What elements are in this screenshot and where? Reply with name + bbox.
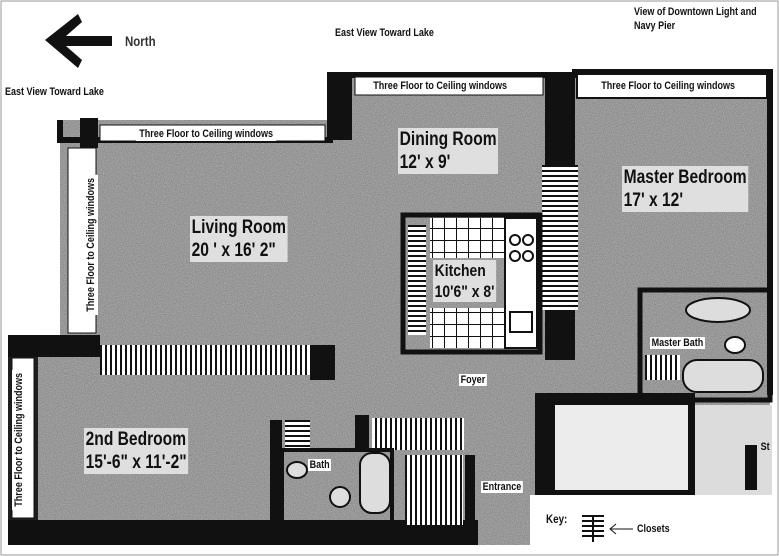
st-label: St xyxy=(760,441,770,453)
kitchen-area xyxy=(400,212,543,355)
closet xyxy=(645,355,680,380)
closet xyxy=(100,345,310,375)
bath-fixtures xyxy=(280,448,394,524)
closet-key-icon xyxy=(582,515,633,542)
master-windows-label: Three Floor to Ceiling windows xyxy=(598,79,739,93)
closet xyxy=(372,418,464,450)
closet xyxy=(405,455,463,525)
east-view-top-label: East View Toward Lake xyxy=(335,27,434,39)
living-left-windows-label: Three Floor to Ceiling windows xyxy=(84,174,98,315)
entrance-label: Entrance xyxy=(481,481,523,493)
bedroom-windows-label: Three Floor to Ceiling windows xyxy=(12,369,26,510)
north-arrow-icon xyxy=(45,14,112,68)
foyer-label: Foyer xyxy=(459,374,487,386)
east-view-left-label: East View Toward Lake xyxy=(5,86,104,98)
key-closets-label: Closets xyxy=(637,523,670,535)
key-title: Key: xyxy=(546,512,568,526)
closet xyxy=(542,165,578,310)
master-bath-fixtures xyxy=(637,287,773,403)
bath-label: Bath xyxy=(308,459,332,471)
dining-windows-label: Three Floor to Ceiling windows xyxy=(370,79,511,93)
master-bath-label: Master Bath xyxy=(650,337,705,349)
living-top-windows-label: Three Floor to Ceiling windows xyxy=(136,127,277,141)
downtown-view-label: View of Downtown Light and Navy Pier xyxy=(634,6,757,32)
closet xyxy=(285,420,310,450)
north-label: North xyxy=(125,33,156,49)
